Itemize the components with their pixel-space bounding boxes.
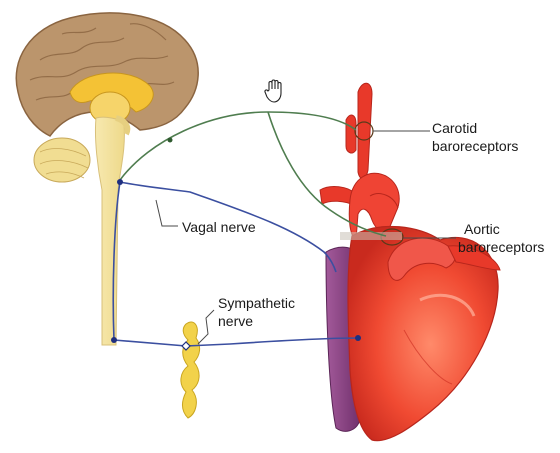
cerebellum: [34, 138, 90, 182]
vagal-nerve-label: Vagal nerve: [180, 218, 258, 236]
sympathetic-ganglion-chain: [181, 322, 200, 418]
sympathetic-label-line1: Sympathetic: [218, 294, 295, 312]
brain: [16, 13, 198, 345]
hand-cursor-icon: [265, 80, 281, 102]
carotid-label-line2: baroreceptors: [432, 137, 518, 155]
carotid-artery: [358, 83, 372, 178]
aortic-label-line2: baroreceptors: [458, 238, 544, 256]
sympathetic-label-line2: nerve: [218, 312, 295, 330]
spinal-cord: [95, 117, 124, 345]
carotid-label-line1: Carotid: [432, 119, 518, 137]
carotid-label: Carotid baroreceptors: [432, 119, 518, 155]
afferent-node: [168, 138, 173, 143]
aortic-label-line1: Aortic: [458, 220, 544, 238]
aortic-label: Aortic baroreceptors: [458, 220, 544, 256]
sympathetic-nerve-label: Sympathetic nerve: [218, 294, 295, 330]
sympathetic-nerve: [114, 338, 358, 346]
